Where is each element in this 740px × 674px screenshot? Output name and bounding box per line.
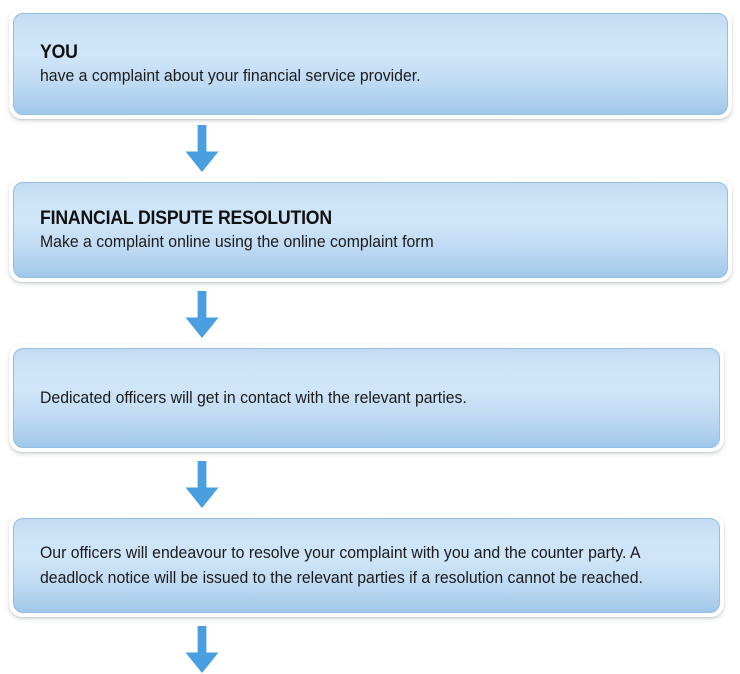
arrow-down-icon xyxy=(180,461,224,509)
arrow-down-icon xyxy=(180,125,224,173)
flow-node-text: Dedicated officers will get in contact w… xyxy=(40,387,467,407)
flow-node-body: YOU have a complaint about your financia… xyxy=(13,13,728,115)
flow-node-text: Our officers will endeavour to resolve y… xyxy=(40,543,643,587)
flow-node-text: Make a complaint online using the online… xyxy=(40,231,434,251)
flow-node-body: FINANCIAL DISPUTE RESOLUTION Make a comp… xyxy=(13,182,728,278)
flow-node-you: YOU have a complaint about your financia… xyxy=(9,9,732,119)
flow-node-title: FINANCIAL DISPUTE RESOLUTION xyxy=(40,207,332,229)
flow-node-body: Dedicated officers will get in contact w… xyxy=(13,348,720,448)
flow-node-dedicated-officers: Dedicated officers will get in contact w… xyxy=(9,344,724,452)
flow-node-body: Our officers will endeavour to resolve y… xyxy=(13,518,720,613)
arrow-down-icon xyxy=(180,626,224,674)
arrow-down-icon xyxy=(180,291,224,339)
flow-node-text: have a complaint about your financial se… xyxy=(40,65,421,85)
flow-node-deadlock-notice: Our officers will endeavour to resolve y… xyxy=(9,514,724,617)
flow-node-title: YOU xyxy=(40,41,78,63)
flow-node-financial-dispute-resolution: FINANCIAL DISPUTE RESOLUTION Make a comp… xyxy=(9,178,732,282)
